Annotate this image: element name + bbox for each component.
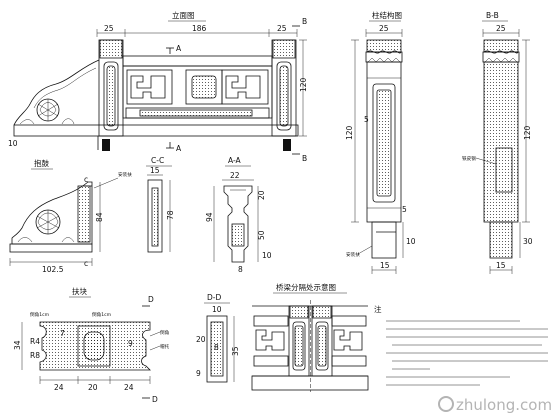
dim-elev-top-left: 25 xyxy=(104,24,114,33)
dim-elev-height: 120 xyxy=(299,77,308,92)
dim-aa-h: 94 xyxy=(205,212,214,222)
elevation-view: 立面图 25 186 25 A xyxy=(8,10,308,163)
fu-block-view: 扶块 倒角1cm 倒角1cm D 7 9 R4 R8 倒角 帽托 34 24 2… xyxy=(13,286,170,404)
dim-col-b1: 5 xyxy=(364,115,369,124)
dim-fu-b2: 20 xyxy=(88,383,98,392)
label-d-bottom: D xyxy=(152,395,158,404)
dim-col-height: 120 xyxy=(345,125,354,140)
label-angle1: 倒角 xyxy=(160,329,170,336)
dim-dd-h: 35 xyxy=(231,346,240,356)
dim-bb-height: 120 xyxy=(523,125,532,140)
dim-elev-top-mid: 186 xyxy=(192,24,207,33)
section-cc-title: C-C xyxy=(151,156,164,165)
dim-cc-h: 78 xyxy=(166,210,175,220)
dim-bb-base-h: 30 xyxy=(523,237,533,246)
label-qiangxian: 安装扶 xyxy=(346,251,360,258)
drum-block-view: 抱鼓 c 84 102.5 c 安装扶 xyxy=(9,158,132,274)
section-mark-a-top: A xyxy=(176,44,182,53)
dim-drum-w: 102.5 xyxy=(42,265,64,274)
bridge-junction-title: 桥梁分隔处示意图 xyxy=(276,282,336,292)
dim-dd-1: 8 xyxy=(214,343,219,352)
section-bb-view: B-B 25 铁皮钢 120 30 15 xyxy=(462,11,533,274)
section-mark-a-bottom: A xyxy=(176,144,182,153)
label-r4: R4 xyxy=(30,337,40,346)
dim-dd-w: 10 xyxy=(212,305,222,314)
dim-elev-bottom: 10 xyxy=(8,139,18,148)
dim-drum-h: 84 xyxy=(95,212,104,222)
watermark: zhulong.com xyxy=(438,396,552,414)
label-r8: R8 xyxy=(30,351,40,360)
dim-aa-w: 22 xyxy=(230,171,240,180)
dim-fu-b3: 24 xyxy=(124,383,134,392)
dim-col-b2: 5 xyxy=(402,205,407,214)
note-heading: 注 xyxy=(374,304,382,314)
label-bold-left: 倒角1cm xyxy=(30,311,50,318)
dim-col-base-h: 10 xyxy=(406,237,416,246)
bridge-junction-view: 桥梁分隔处示意图 xyxy=(251,282,369,392)
dim-dd-3: 9 xyxy=(196,369,201,378)
column-structure-view: 柱结构图 25 5 5 120 10 15 安装扶 xyxy=(345,10,416,274)
dim-bb-bot-w: 15 xyxy=(496,261,506,270)
dim-elev-top-right: 25 xyxy=(277,24,287,33)
dim-fu-mid: 9 xyxy=(128,339,133,348)
drum-block-title: 抱鼓 xyxy=(34,158,49,168)
label-nidu: 铁皮钢 xyxy=(462,155,476,162)
section-mark-b: B xyxy=(302,154,307,163)
dim-fu-b1: 24 xyxy=(54,383,64,392)
label-c-bottom: c xyxy=(84,259,88,268)
dim-cc-w: 15 xyxy=(150,166,160,175)
section-aa-view: A-A 22 94 20 50 10 8 xyxy=(205,156,272,274)
dim-aa-2: 50 xyxy=(257,230,266,240)
dim-aa-1: 20 xyxy=(257,190,266,200)
elevation-title: 立面图 xyxy=(172,10,195,20)
dim-col-top-w: 25 xyxy=(379,24,389,33)
watermark-text: zhulong.com xyxy=(456,396,552,414)
section-dd-title: D-D xyxy=(207,293,221,302)
dim-aa-3: 10 xyxy=(262,251,272,260)
dim-bb-top-w: 25 xyxy=(496,24,506,33)
label-angle2: 帽托 xyxy=(160,343,170,350)
fu-block-title: 扶块 xyxy=(72,286,87,296)
label-bold-top: 倒角1cm xyxy=(92,311,112,318)
dim-aa-4: 8 xyxy=(238,265,243,274)
section-mark-b-top: B xyxy=(302,17,307,26)
label-c-top: c xyxy=(84,175,88,184)
notes-block: 注 xyxy=(374,304,548,386)
section-aa-title: A-A xyxy=(228,156,242,165)
dim-fu-top: 7 xyxy=(60,329,65,338)
dim-dd-2: 20 xyxy=(196,335,206,344)
section-dd-view: D-D 10 8 35 20 9 xyxy=(196,293,240,383)
section-bb-title: B-B xyxy=(486,11,499,20)
dim-fu-left: 34 xyxy=(13,340,22,350)
column-structure-title: 柱结构图 xyxy=(372,10,402,20)
label-d-top: D xyxy=(148,295,154,304)
section-cc-view: C-C 15 78 xyxy=(146,156,175,253)
label-qiangxian2: 安装扶 xyxy=(118,171,132,178)
dim-col-bot-w: 15 xyxy=(380,261,390,270)
